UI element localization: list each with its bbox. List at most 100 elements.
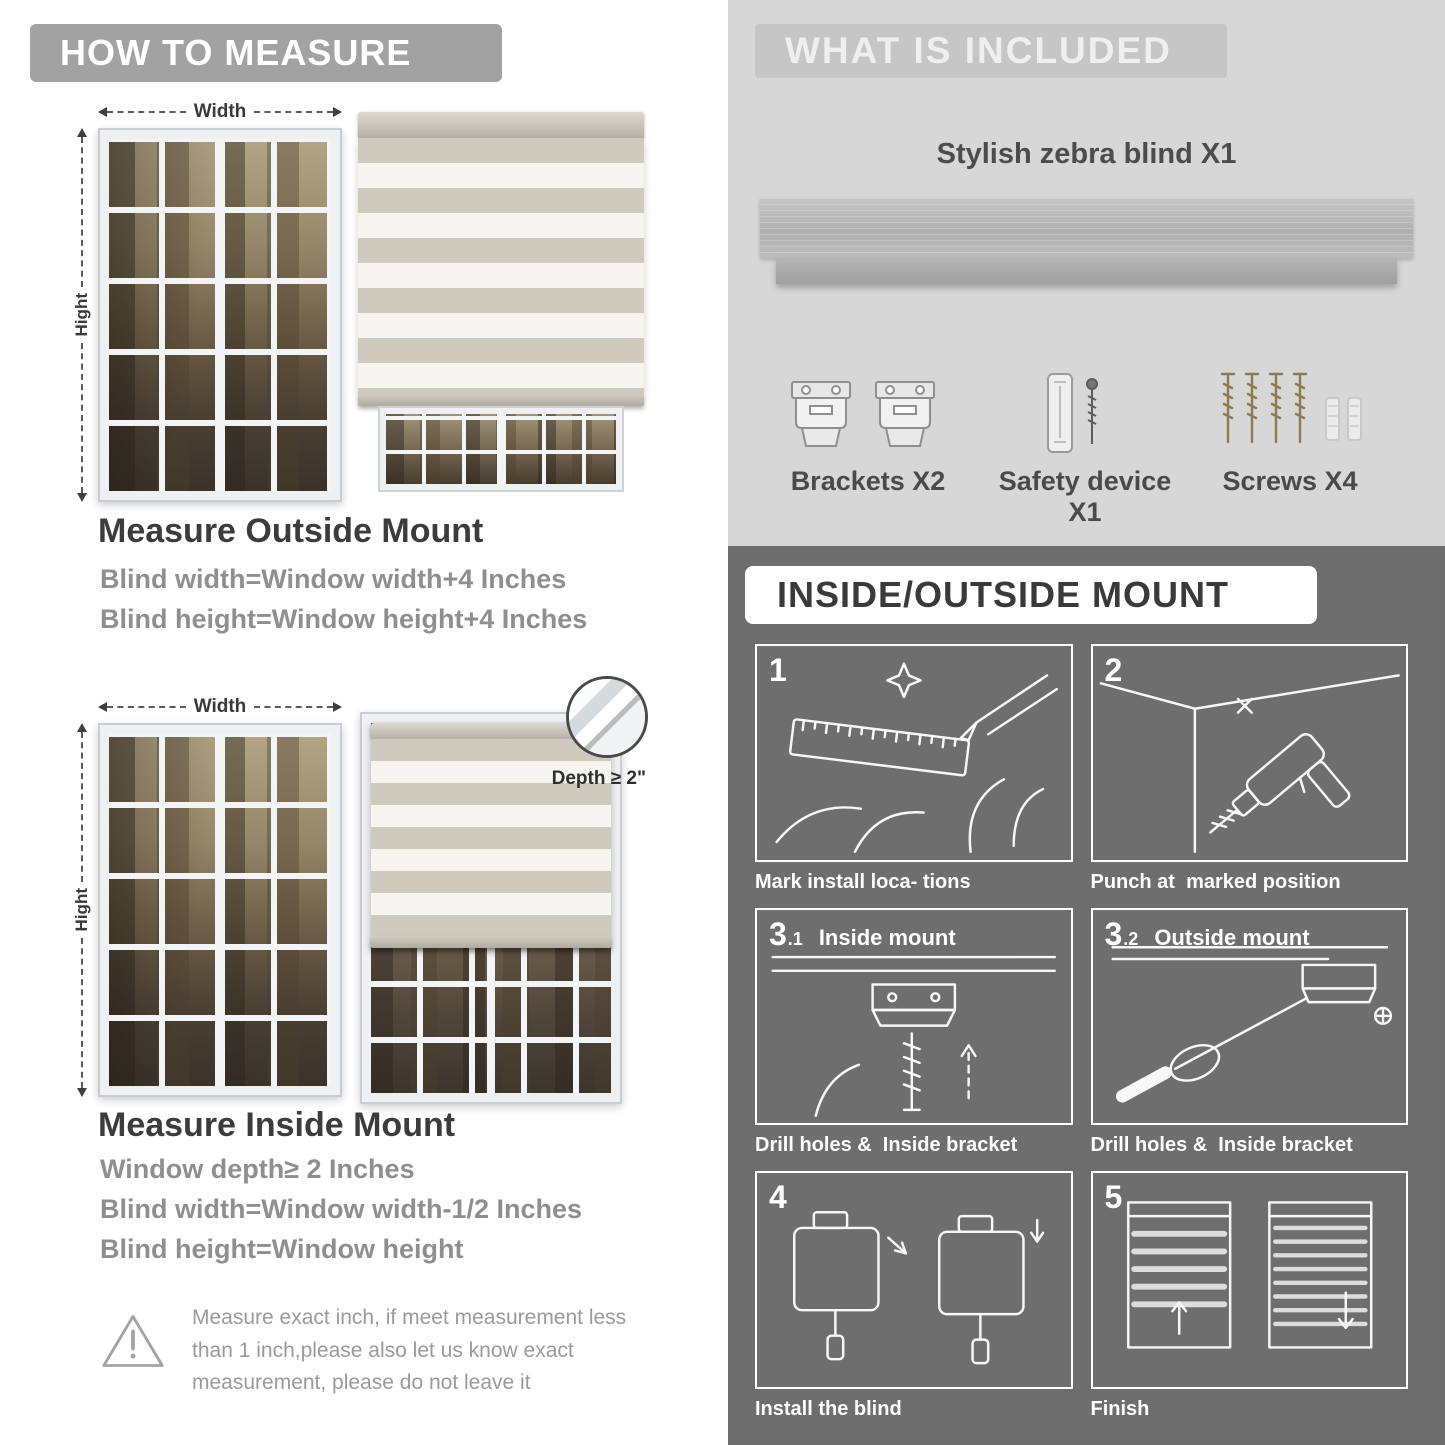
outside-bracket-illustration: [1110, 945, 1392, 1103]
step-4-number: 4: [769, 1179, 804, 1216]
step-2-number: 2: [1105, 652, 1140, 689]
width-arrow: Width: [98, 100, 342, 124]
step-3-1-panel: 3 .1 Inside mount: [755, 907, 1073, 1126]
step-number: 3: [1104, 915, 1123, 952]
dashed-line: [81, 137, 83, 288]
step-label: Outside mount: [1154, 924, 1310, 950]
mount-steps-grid: 1: [755, 644, 1408, 1427]
step-3-1-caption: Drill holes & Inside bracket: [755, 1134, 1018, 1157]
window-inner: [371, 723, 611, 1093]
mount-instructions-section: INSIDE/OUTSIDE MOUNT 1: [728, 546, 1445, 1445]
height-arrow: Hight: [70, 128, 94, 502]
window-panes: [109, 139, 331, 491]
height-label: Hight: [72, 888, 91, 932]
inside-formula-width: Blind width=Window width-1/2 Inches: [100, 1194, 583, 1224]
depth-callout-label: Depth ≥ 2": [551, 768, 646, 789]
step-number-sub: .1: [787, 928, 803, 949]
step-number: 2: [1104, 652, 1123, 688]
width-label: Width: [193, 101, 247, 122]
width-label: Width: [193, 696, 247, 717]
safety-device-icon: [1047, 373, 1098, 453]
step-label: Inside mount: [818, 924, 956, 950]
step-number: 5: [1104, 1179, 1123, 1216]
step-5: 5: [1090, 1171, 1408, 1427]
step-2-caption: Punch at marked position: [1090, 870, 1341, 893]
depth-zoom-circle: [566, 676, 648, 758]
step-3-2: 3 .2 Outside mount: [1090, 907, 1408, 1164]
step-number: 1: [769, 652, 787, 688]
blind-headrail-lip: [776, 258, 1397, 284]
dashed-line: [81, 937, 83, 1088]
drill-illustration: [1099, 674, 1400, 854]
product-label: Stylish zebra blind X1: [936, 138, 1237, 170]
mark-locations-illustration: [775, 662, 1059, 854]
bracket-icon: [791, 381, 851, 447]
dashed-line: [81, 732, 83, 883]
blind-cassette: [358, 112, 644, 138]
outside-window-figure: Width Hight: [70, 100, 342, 502]
inside-window-figure: Width Hight: [70, 695, 342, 1097]
inside-mounted-blind: [371, 723, 611, 948]
dashed-line: [107, 706, 186, 708]
warning-triangle-icon: [102, 1315, 164, 1367]
width-arrow: Width: [98, 695, 342, 719]
screws-anchors-icon: [1220, 372, 1362, 444]
screws-label: Screws X4: [1222, 466, 1358, 496]
height-label: Hight: [72, 293, 91, 337]
arrowhead-down-icon: [77, 1088, 87, 1097]
how-to-measure-section: HOW TO MEASURE Width Hight: [0, 0, 700, 1445]
step-3-1: 3 .1 Inside mount: [755, 907, 1073, 1164]
arrowhead-right-icon: [333, 107, 342, 117]
outside-formula-width: Blind width=Window width+4 Inches: [100, 564, 567, 594]
step-5-number: 5: [1105, 1179, 1140, 1216]
screws-image: [1214, 336, 1384, 456]
dashed-line: [81, 342, 83, 493]
window-frame: [98, 128, 342, 502]
safety-device-image: [1028, 336, 1118, 456]
window-frame: [98, 723, 342, 1097]
step-3-2-number: 3 .2 Outside mount: [1105, 916, 1310, 953]
zebra-shade: [371, 739, 611, 936]
blind-bottom-rail: [358, 394, 644, 406]
step-number: 3: [769, 915, 787, 952]
frame-corner-detail: [569, 679, 645, 755]
step-1-number: 1: [769, 652, 804, 689]
inside-blind-figure: [360, 712, 622, 1104]
inside-formula-depth: Window depth≥ 2 Inches: [100, 1154, 415, 1184]
mount-header: INSIDE/OUTSIDE MOUNT: [745, 566, 1317, 624]
step-3-2-caption: Drill holes & Inside bracket: [1090, 1134, 1353, 1157]
dashed-line: [254, 706, 333, 708]
what-is-included-section: WHAT IS INCLUDED Stylish zebra blind X1: [728, 0, 1445, 546]
step-1-panel: 1: [755, 644, 1073, 862]
install-blind-illustration: [793, 1211, 1045, 1365]
blind-bottom-rail: [371, 936, 611, 948]
outside-blind-figure: [358, 112, 644, 492]
brackets-label: Brackets X2: [790, 466, 946, 496]
step-2-panel: 2: [1090, 644, 1408, 862]
step-3-1-number: 3 .1 Inside mount: [769, 916, 956, 953]
zebra-shade: [358, 138, 644, 394]
note-text: Measure exact inch, if meet measurement …: [192, 1306, 627, 1395]
inside-bracket-illustration: [771, 955, 1057, 1117]
step-4: 4: [755, 1171, 1073, 1427]
inside-mount-title: Measure Inside Mount: [98, 1106, 456, 1144]
arrowhead-down-icon: [77, 493, 87, 502]
brackets-image: [786, 336, 940, 456]
window-panes: [109, 734, 331, 1086]
arrowhead-up-icon: [77, 128, 87, 137]
measurement-note: Measure exact inch, if meet measurement …: [100, 1302, 660, 1400]
arrowhead-left-icon: [98, 107, 107, 117]
inside-formula-height: Blind height=Window height: [100, 1234, 464, 1264]
what-is-included-header: WHAT IS INCLUDED: [755, 24, 1227, 78]
height-arrow: Hight: [70, 723, 94, 1097]
safety-device-label: Safety device X1: [998, 466, 1172, 527]
right-column: WHAT IS INCLUDED Stylish zebra blind X1: [728, 0, 1445, 1445]
step-5-caption: Finish: [1090, 1398, 1150, 1420]
step-4-caption: Install the blind: [755, 1398, 902, 1420]
blind-cassette: [371, 723, 611, 739]
blind-headrail-image: [760, 198, 1413, 258]
dashed-line: [107, 111, 186, 113]
arrowhead-right-icon: [333, 702, 342, 712]
arrowhead-up-icon: [77, 723, 87, 732]
